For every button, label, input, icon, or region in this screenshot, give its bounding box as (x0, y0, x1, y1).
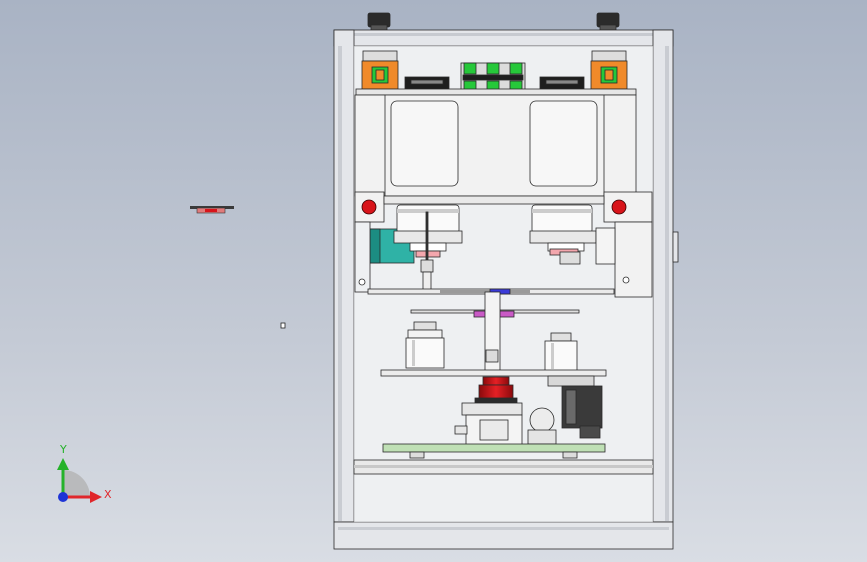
triad-rotation-indicator (63, 470, 90, 497)
frame-left-post[interactable] (333, 29, 355, 523)
top-left-knob[interactable] (367, 12, 391, 31)
right-bobbin[interactable] (544, 332, 578, 372)
z-axis-dot (58, 492, 68, 502)
floating-red-part[interactable] (190, 206, 234, 214)
floating-small-part[interactable] (280, 322, 286, 329)
left-bobbin[interactable] (405, 321, 445, 369)
green-base-plate[interactable] (382, 443, 606, 453)
right-red-button[interactable] (611, 199, 627, 215)
machine-assembly[interactable] (333, 12, 679, 550)
top-plate[interactable] (355, 88, 637, 96)
coordinate-triad: Y X (57, 443, 112, 503)
middle-table[interactable] (380, 369, 607, 377)
y-axis-label: Y (59, 443, 67, 456)
left-window[interactable] (390, 100, 459, 187)
right-window[interactable] (529, 100, 598, 187)
left-bracket[interactable] (354, 191, 385, 223)
side-handle[interactable] (672, 231, 679, 263)
left-spool[interactable] (393, 204, 463, 291)
left-red-button[interactable] (361, 199, 377, 215)
gearbox[interactable] (454, 402, 523, 446)
frame-right-post[interactable] (652, 29, 674, 523)
right-orange-block[interactable] (590, 50, 628, 90)
center-green-coupling[interactable] (460, 62, 526, 94)
red-drive-wheel[interactable] (474, 376, 518, 405)
y-axis-arrow-icon (57, 458, 69, 470)
right-pulley[interactable] (539, 76, 585, 91)
frame-top-beam[interactable] (333, 29, 674, 47)
x-axis-label: X (104, 488, 112, 501)
right-spool[interactable] (529, 204, 616, 265)
small-motor[interactable] (527, 407, 557, 445)
top-right-knob[interactable] (596, 12, 620, 31)
left-orange-block[interactable] (361, 50, 399, 90)
x-axis-arrow-icon (90, 491, 102, 503)
left-pulley[interactable] (404, 76, 450, 91)
frame-base[interactable] (333, 521, 674, 550)
right-bracket[interactable] (603, 191, 653, 223)
main-housing[interactable] (354, 94, 637, 197)
central-column[interactable] (484, 291, 501, 373)
dark-servo[interactable] (547, 375, 603, 439)
